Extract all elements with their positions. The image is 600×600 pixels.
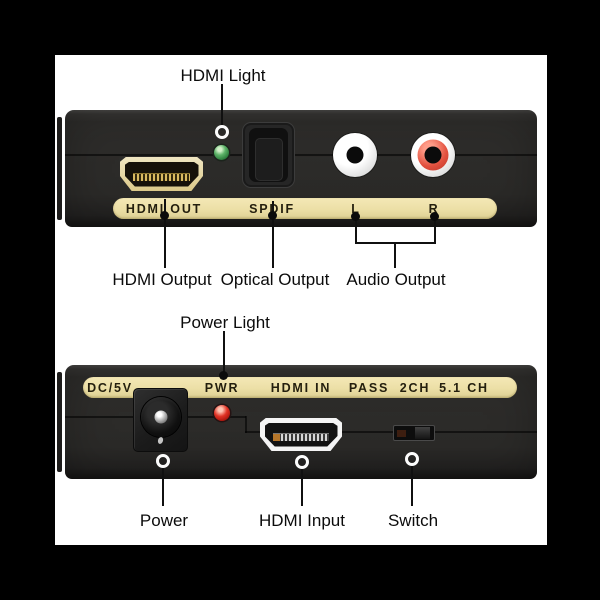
- hdmi-output-line: [164, 219, 166, 268]
- hdmi-out-stub-line: [164, 199, 166, 215]
- power-light-dot: [219, 371, 228, 380]
- optical-output-line: [272, 219, 274, 268]
- dc-barrel-opening: [141, 397, 181, 437]
- rca-right-hole: [424, 146, 442, 164]
- front-panel: HDMI OUT SPDIF L R: [65, 110, 537, 227]
- audio-output-label: Audio Output: [346, 270, 446, 289]
- strip-label-pwr: PWR: [204, 380, 240, 395]
- hdmi-output-port-cavity: [124, 161, 199, 187]
- power-label: Power: [139, 511, 189, 530]
- rear-panel-side-tab: [57, 372, 62, 472]
- hdmi-input-line: [301, 469, 303, 506]
- switch-line: [411, 466, 413, 506]
- hdmi-input-label: HDMI Input: [259, 511, 345, 530]
- audio-output-line: [394, 243, 396, 268]
- power-line: [162, 468, 164, 506]
- switch-glint: [397, 430, 406, 437]
- front-label-strip: HDMI OUT SPDIF L R: [113, 198, 497, 219]
- hdmi-output-pins: [132, 172, 191, 181]
- strip-label-hdmi-in: HDMI IN: [270, 380, 332, 395]
- diagram-content-area: HDMI Light: [55, 55, 547, 545]
- callout-dot-l: [351, 212, 360, 221]
- callout-dot-spdif: [268, 211, 277, 220]
- front-panel-side-tab: [57, 117, 62, 220]
- hdmi-output-label: HDMI Output: [112, 270, 212, 289]
- rear-panel-seam-right: [245, 431, 537, 433]
- hdmi-led-icon: [214, 145, 229, 160]
- power-light-callout-line: [223, 331, 225, 372]
- rear-panel-seam-jog: [245, 416, 247, 433]
- power-marker: [156, 454, 170, 468]
- dc-center-pin: [154, 410, 168, 424]
- strip-label-hdmi-out: HDMI OUT: [125, 201, 203, 216]
- dc-glint: [157, 436, 164, 445]
- hdmi-input-pins: [272, 433, 330, 442]
- switch-knob: [415, 427, 430, 439]
- hdmi-output-port-icon: [120, 157, 203, 191]
- strip-label-pass: PASS: [348, 380, 390, 395]
- hdmi-light-label: HDMI Light: [180, 66, 266, 85]
- rear-label-strip: DC/5V PWR HDMI IN PASS 2CH 5.1 CH: [83, 377, 517, 398]
- strip-label-l: L: [351, 201, 361, 216]
- rca-left-hole: [346, 146, 364, 164]
- strip-label-51ch: 5.1 CH: [439, 380, 489, 395]
- audio-bracket-right: [434, 219, 436, 244]
- strip-label-r: R: [428, 201, 440, 216]
- callout-dot-r: [430, 212, 439, 221]
- strip-label-2ch: 2CH: [399, 380, 431, 395]
- hdmi-input-port-cavity: [264, 422, 338, 447]
- optical-spdif-port-icon: [242, 122, 295, 188]
- rca-right-jack-icon: [411, 133, 455, 177]
- audio-bracket-left: [355, 219, 357, 244]
- dc-power-jack-icon: [133, 388, 188, 452]
- switch-label: Switch: [387, 511, 439, 530]
- hdmi-input-port-icon: [260, 418, 342, 451]
- optical-output-label: Optical Output: [220, 270, 330, 289]
- switch-marker: [405, 452, 419, 466]
- power-light-label: Power Light: [180, 313, 270, 332]
- audio-mode-switch-icon: [393, 425, 435, 441]
- strip-label-dc5v: DC/5V: [87, 380, 133, 395]
- hdmi-light-callout-line: [221, 84, 223, 126]
- hdmi-input-marker: [295, 455, 309, 469]
- spdif-stub-line: [272, 201, 274, 215]
- hdmi-light-marker: [215, 125, 229, 139]
- callout-dot-hdmi-out: [160, 211, 169, 220]
- rca-left-jack-icon: [333, 133, 377, 177]
- strip-label-spdif: SPDIF: [249, 202, 295, 216]
- power-led-icon: [214, 405, 230, 421]
- front-panel-seam: [65, 154, 537, 156]
- optical-port-door: [254, 138, 283, 181]
